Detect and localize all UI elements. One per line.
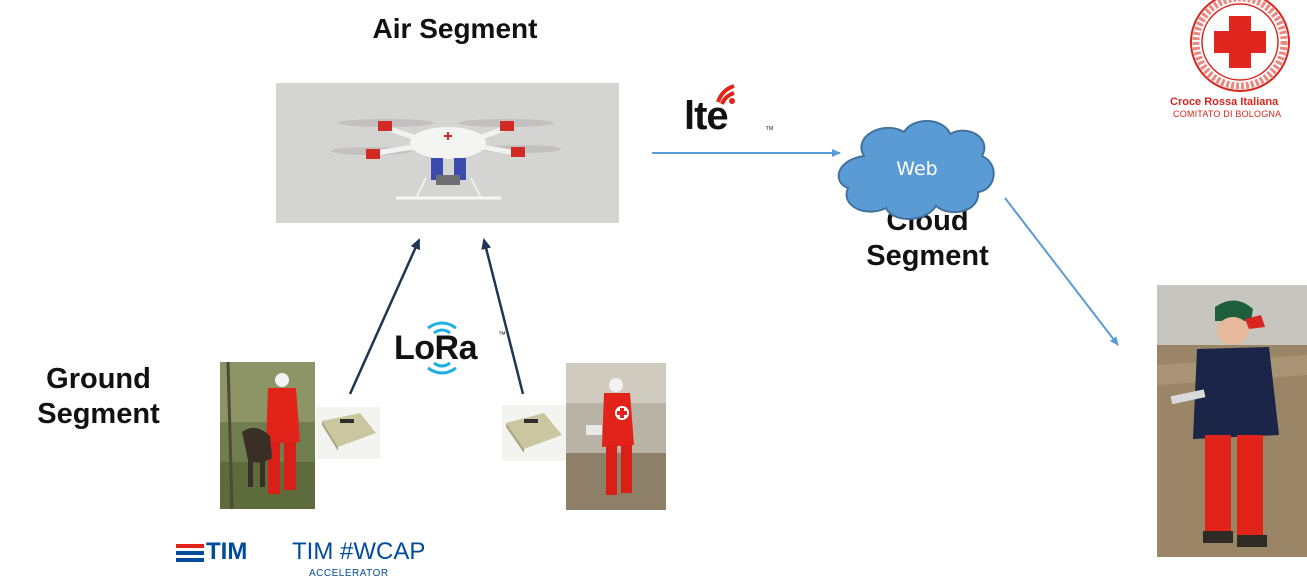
ground1-to-drone-arrow — [348, 238, 421, 395]
tim-logo-text: TIM — [206, 538, 248, 565]
accelerator-text: ACCELERATOR — [309, 568, 389, 579]
lte-logo-text: lte — [684, 94, 729, 138]
ground-segment-title-line1: Ground — [46, 363, 151, 395]
cri-subtitle: COMITATO DI BOLOGNA — [1173, 109, 1282, 119]
croce-rossa-logo: Croce Rossa Italiana COMITATO DI BOLOGNA — [1158, 0, 1307, 120]
cloud-label: Web — [896, 158, 938, 180]
red-cross-emblem — [1190, 0, 1290, 92]
ground-segment-title-line2: Segment — [37, 397, 160, 430]
web-cloud: Web — [832, 114, 1002, 226]
ground-photo-rescuer-dog — [220, 362, 315, 509]
tim-stripes-icon — [176, 544, 204, 562]
lte-logo: lte TM — [682, 72, 792, 142]
lora-logo-text: LoRa — [394, 329, 478, 367]
ground2-to-drone-arrow — [481, 238, 525, 395]
lora-logo-tm: ™ — [498, 330, 506, 339]
operator-laptop-photo — [1157, 285, 1307, 557]
cri-name: Croce Rossa Italiana — [1170, 96, 1279, 108]
wcap-logo-text: TIM #WCAP — [292, 538, 426, 565]
cloud-to-user-arrow — [1004, 197, 1119, 346]
lora-device-1 — [316, 407, 380, 459]
lora-logo: LoRa ™ — [392, 316, 514, 382]
cloud-shape — [837, 119, 995, 220]
tim-wcap-logo: TIM TIM #WCAP ACCELERATOR — [176, 538, 466, 581]
drone-photo — [276, 83, 619, 223]
lora-device-2 — [502, 405, 566, 461]
lte-logo-tm: TM — [766, 126, 774, 132]
ground-segment-title: Ground Segment — [16, 362, 181, 432]
air-segment-title: Air Segment — [372, 13, 538, 44]
ground-photo-rescuer-walking — [566, 363, 666, 510]
lora-waves-icon — [427, 321, 457, 375]
cloud-segment-title-line2: Segment — [866, 239, 989, 272]
